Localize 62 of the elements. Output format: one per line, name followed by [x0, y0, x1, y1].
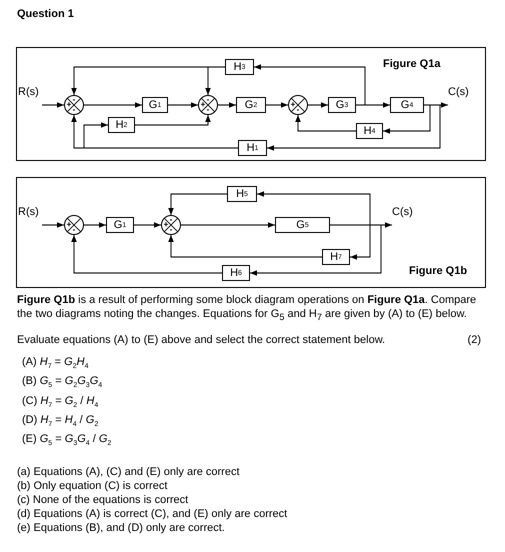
signal-arrow: [266, 102, 288, 108]
marks-label: (2): [468, 333, 481, 348]
sign-label: -: [206, 106, 210, 114]
signal-label: R(s): [18, 86, 42, 110]
figure-caption: Figure Q1a: [383, 58, 440, 70]
sign-label: +: [164, 221, 168, 229]
signal-arrow: [84, 102, 142, 108]
sign-label: -: [170, 216, 172, 224]
signal-arrow: [134, 222, 162, 228]
answer-option: (d) Equations (A) is correct (C), and (E) only are correct: [17, 507, 288, 522]
sign-label: -: [72, 106, 76, 114]
equation: (A) H$_{7}$ = G$_{2}$H$_{4}$: [22, 355, 88, 372]
summing-junction: [288, 95, 308, 115]
answer-option: (a) Equations (A), (C) and (E) only are correct: [17, 465, 240, 480]
question-paragraph: Figure Q1b is a result of performing some block diagram operations on Figure Q1a. Compare the two diagrams noting the changes. Equations for G$_{5}$ and H$_{7}$ are given by (A) to (E) below.: [17, 293, 478, 324]
signal-arrow: [71, 234, 222, 274]
signal-arrow: [205, 66, 226, 96]
sign-label: +: [66, 221, 72, 229]
sign-label: -: [72, 96, 76, 104]
signal-arrow: [84, 222, 106, 228]
signal-arrow: [168, 194, 228, 216]
signal-arrow: [266, 104, 440, 151]
signal-label: C(s): [392, 206, 416, 230]
summing-junction: [64, 215, 84, 235]
answer-option: (b) Only equation (C) is correct: [17, 479, 168, 494]
answer-option: (e) Equations (B), and (D) only are correct.: [17, 521, 225, 536]
equation: (D) H$_{7}$ = H$_{4}$ / G$_{2}$: [22, 412, 98, 430]
signal-arrow: [42, 102, 64, 108]
question-title: Question 1: [17, 8, 74, 20]
signal-arrow: [254, 64, 366, 106]
equation: (C) H$_{7}$ = G$_{2}$ / H$_{4}$: [22, 394, 98, 411]
signal-label: R(s): [18, 206, 42, 230]
signal-arrow: [180, 222, 276, 228]
signal-arrow: [218, 102, 236, 108]
sign-label: +: [66, 101, 72, 109]
sign-label: -: [170, 226, 172, 234]
equation: (E) G$_{5}$ = G$_{3}$G$_{4}$ / G$_{2}$: [22, 432, 112, 450]
signal-arrow: [295, 114, 356, 132]
instruction-text: Evaluate equations (A) to (E) above and select the correct statement below.: [17, 333, 386, 348]
signal-arrow: [134, 114, 211, 126]
sign-label: +: [200, 101, 206, 109]
signal-arrow: [84, 122, 238, 148]
signal-arrow: [382, 104, 430, 134]
signal-arrow: [168, 102, 198, 108]
signal-arrow: [42, 222, 64, 228]
answer-option: (c) None of the equations is correct: [17, 493, 188, 508]
signal-arrow: [256, 191, 370, 226]
summing-junction: [64, 95, 84, 115]
equation: (B) G$_{5}$ = G$_{2}$G$_{3}$G$_{4}$: [22, 374, 102, 392]
summing-junction: [198, 95, 218, 115]
signal-arrow: [168, 234, 322, 258]
signal-label: C(s): [448, 86, 472, 110]
summing-junction: [161, 215, 181, 235]
sign-label: +: [290, 101, 296, 109]
figure-caption: Figure Q1b: [409, 265, 468, 277]
signal-arrow: [308, 102, 328, 108]
signal-arrow: [250, 224, 382, 276]
figure-panel: [16, 47, 486, 161]
figure-panel: [16, 177, 486, 288]
sign-label: -: [72, 226, 76, 234]
sign-label: -: [206, 96, 210, 104]
sign-label: -: [296, 106, 300, 114]
